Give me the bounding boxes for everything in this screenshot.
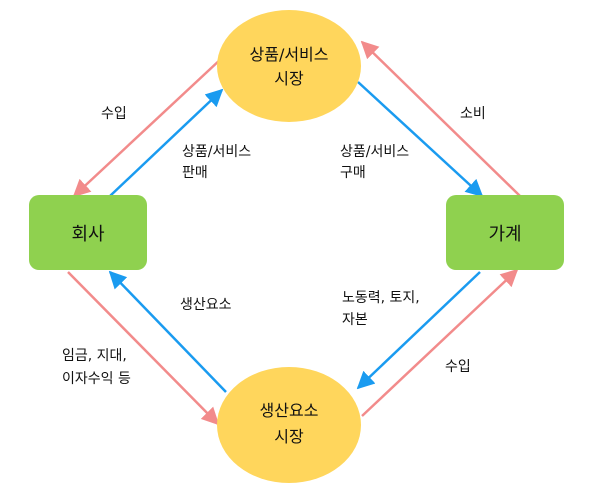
arrow-household-to-factor-market [356,271,481,390]
label-product-sale-line1: 상품/서비스 [182,144,251,160]
arrow-firm-to-factor-market [67,271,220,426]
arrow-product-market-to-household [357,81,484,198]
label-consumption: 소비 [460,106,486,122]
product-market-node: 상품/서비스 시장 [217,10,361,122]
label-product-sale-line2: 판매 [182,165,208,181]
arrow-product-market-to-firm [72,57,223,198]
arrow-firm-to-product-market [109,88,224,197]
factor-market-line1: 생산요소 [260,401,319,420]
label-factor-supply-line2: 자본 [342,312,368,328]
label-factor-payments-line2: 이자수익 등 [62,371,131,387]
label-factors-of-production: 생산요소 [180,297,232,313]
household-label: 가계 [488,224,521,245]
label-factor-payments-line1: 임금, 지대, [62,348,127,364]
label-firm-revenue: 수입 [101,106,127,122]
factor-market-node: 생산요소 시장 [217,367,361,483]
factor-market-line2: 시장 [274,427,304,446]
label-product-purchase-line1: 상품/서비스 [340,144,409,160]
arrow-factor-market-to-household [361,268,519,417]
label-product-purchase-line2: 구매 [340,165,366,181]
product-market-line2: 시장 [274,69,304,88]
arrow-factor-market-to-firm [108,270,227,393]
product-market-line1: 상품/서비스 [250,45,329,64]
arrow-household-to-product-market [360,40,521,197]
household-node: 가계 [446,195,564,270]
label-factor-supply-line1: 노동력, 토지, [342,290,420,306]
label-household-income: 수입 [445,359,471,375]
firm-node: 회사 [29,195,147,270]
firm-label: 회사 [71,224,105,245]
